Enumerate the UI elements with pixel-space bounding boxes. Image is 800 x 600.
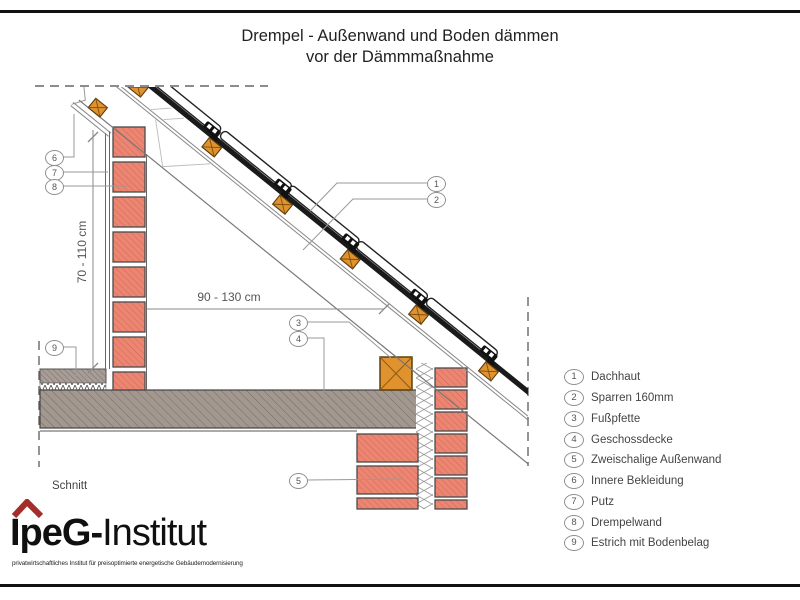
legend-label-2: Sparren 160mm	[591, 392, 674, 405]
logo-tagline: privatwirtschaftliches Institut für prei…	[12, 560, 243, 567]
tile-clips	[203, 121, 498, 368]
floor-slab	[39, 389, 419, 429]
callout-6: 6	[45, 150, 64, 166]
top-rule	[0, 10, 800, 13]
knee-wall	[105, 126, 147, 391]
legend-label-8: Drempelwand	[591, 516, 662, 529]
callout-3: 3	[289, 315, 308, 331]
legend-label-1: Dachhaut	[591, 371, 641, 384]
legend-label-4: Geschossdecke	[591, 433, 673, 446]
callout-5: 5	[289, 473, 308, 489]
floor-package	[39, 368, 419, 432]
legend-item-estrich: 9 Estrich mit Bodenbelag	[564, 533, 721, 554]
callout-9: 9	[45, 340, 64, 356]
legend-item-drempelwand: 8 Drempelwand	[564, 512, 721, 533]
legend-circle-9: 9	[564, 535, 584, 552]
legend-circle-6: 6	[564, 473, 584, 490]
roof-section	[70, 87, 528, 466]
leader-lines	[63, 114, 427, 481]
callout-8: 8	[45, 179, 64, 195]
legend-circle-8: 8	[564, 514, 584, 531]
legend-label-5: Zweischalige Außenwand	[591, 454, 722, 467]
legend-item-geschossdecke: 4 Geschossdecke	[564, 429, 721, 450]
outer-wall	[356, 363, 468, 510]
section-label: Schnitt	[52, 480, 88, 492]
logo-name-secondary: Institut	[102, 512, 207, 554]
legend-item-sparren: 2 Sparren 160mm	[564, 388, 721, 409]
title-line-2: vor der Dämmmaßnahme	[306, 48, 494, 66]
estrich-layer	[39, 368, 107, 384]
rafter-bottom-line	[78, 99, 528, 466]
callout-1: 1	[427, 176, 446, 192]
legend-item-putz: 7 Putz	[564, 492, 721, 513]
legend: 1 Dachhaut 2 Sparren 160mm 3 Fußpfette 4…	[564, 367, 721, 554]
cavity-insulation	[416, 363, 433, 509]
inner-leaf	[356, 433, 419, 510]
legend-label-7: Putz	[591, 495, 615, 508]
logo-roof-icon	[11, 499, 44, 518]
outer-leaf	[434, 367, 468, 510]
roof-membrane	[147, 87, 528, 396]
legend-label-6: Innere Bekleidung	[591, 475, 684, 488]
legend-item-bekleidung: 6 Innere Bekleidung	[564, 471, 721, 492]
cut-boundary-lines	[35, 85, 529, 467]
legend-item-dachhaut: 1 Dachhaut	[564, 367, 721, 388]
foot-purlin	[379, 356, 413, 391]
legend-circle-4: 4	[564, 431, 584, 448]
legend-item-fusspfette: 3 Fußpfette	[564, 409, 721, 430]
dimension-lines	[87, 130, 390, 374]
roof-tiles	[149, 87, 498, 359]
legend-circle-1: 1	[564, 369, 584, 386]
horizontal-dimension-label: 90 - 130 cm	[197, 290, 261, 304]
bottom-rule	[0, 584, 800, 587]
logo-wordmark: IpeG-Institut	[10, 512, 207, 555]
legend-circle-5: 5	[564, 452, 584, 469]
logo-name-primary: IpeG-	[10, 512, 103, 554]
cladding-batten	[87, 97, 109, 118]
legend-label-9: Estrich mit Bodenbelag	[591, 537, 710, 550]
legend-circle-7: 7	[564, 493, 584, 510]
legend-label-3: Fußpfette	[591, 412, 641, 425]
page-title: Drempel - Außenwand und Boden dämmen vor…	[0, 26, 800, 68]
title-line-1: Drempel - Außenwand und Boden dämmen	[241, 27, 559, 45]
impact-insulation-layer	[39, 382, 107, 391]
legend-circle-2: 2	[564, 390, 584, 407]
vertical-dimension-label: 70 - 110 cm	[75, 220, 89, 284]
roof-battens	[127, 87, 500, 382]
legend-item-aussenwand: 5 Zweischalige Außenwand	[564, 450, 721, 471]
callout-4: 4	[289, 331, 308, 347]
callout-2: 2	[427, 192, 446, 208]
break-line	[71, 87, 122, 105]
legend-circle-3: 3	[564, 410, 584, 427]
